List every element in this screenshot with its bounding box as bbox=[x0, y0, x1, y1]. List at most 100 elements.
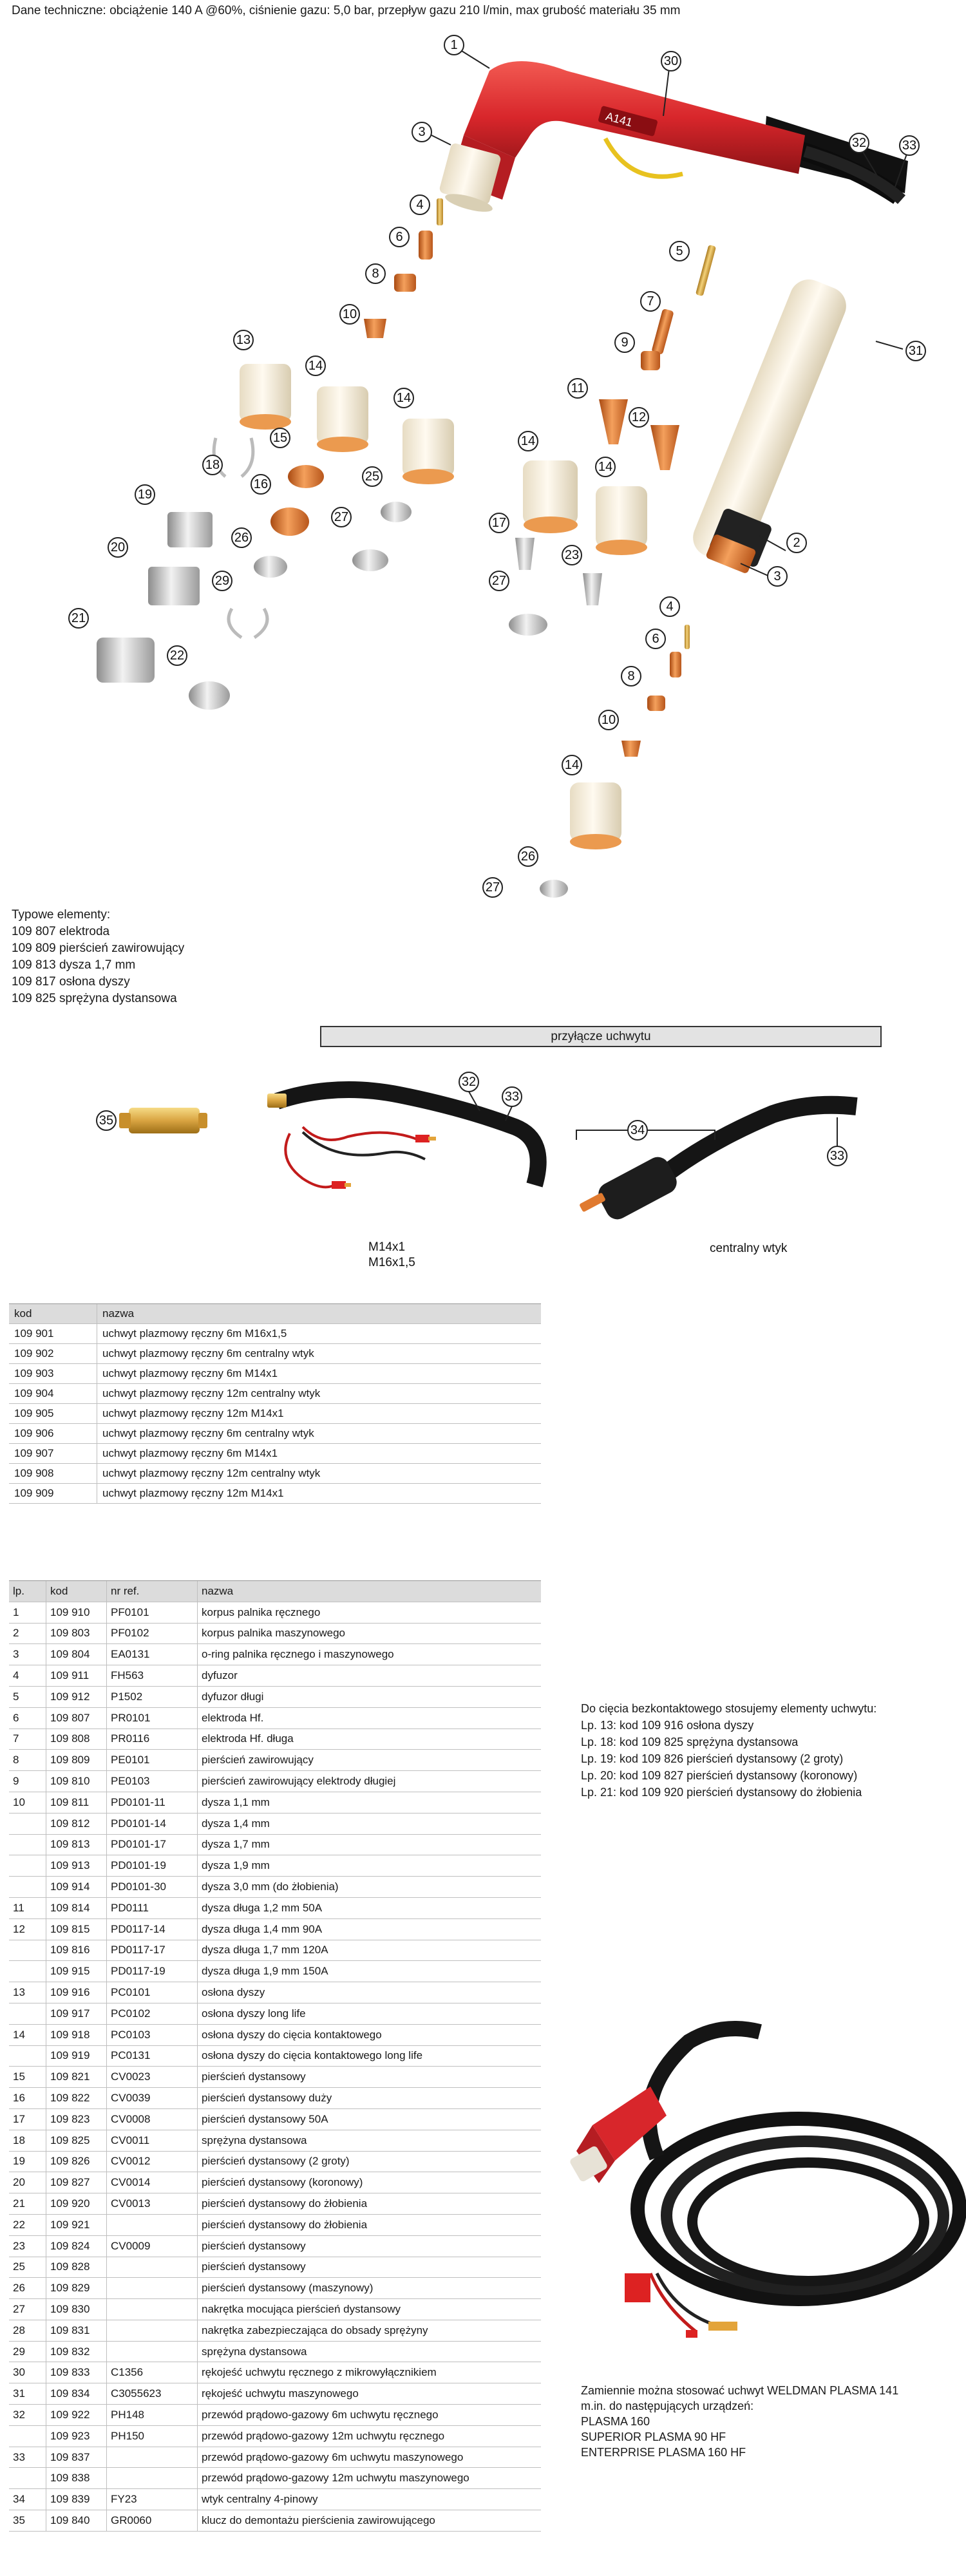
table-cell: C3055623 bbox=[106, 2383, 198, 2405]
table-cell: pierścień dystansowy bbox=[197, 2066, 541, 2088]
table-cell: 15 bbox=[9, 2066, 46, 2088]
table-cell: 109 918 bbox=[46, 2024, 107, 2046]
table-cell: 6 bbox=[9, 1707, 46, 1729]
callout-12: 12 bbox=[629, 407, 649, 428]
svg-text:4: 4 bbox=[416, 198, 423, 212]
table-cell: dysza długa 1,7 mm 120A bbox=[197, 1940, 541, 1962]
svg-text:31: 31 bbox=[909, 344, 923, 358]
table-cell: CV0014 bbox=[106, 2172, 198, 2194]
table-cell: PF0102 bbox=[106, 1623, 198, 1645]
table-cell: 29 bbox=[9, 2341, 46, 2363]
table-cell: uchwyt plazmowy ręczny 12m centralny wty… bbox=[97, 1463, 541, 1484]
machine-torch bbox=[693, 279, 846, 573]
table-cell: EA0131 bbox=[106, 1643, 198, 1666]
table-cell: uchwyt plazmowy ręczny 6m centralny wtyk bbox=[97, 1343, 541, 1364]
callout-35: 35 bbox=[96, 1110, 117, 1131]
table-cell: wtyk centralny 4-pinowy bbox=[197, 2488, 541, 2511]
callout-26: 26 bbox=[518, 846, 538, 867]
table-cell: PE0103 bbox=[106, 1770, 198, 1792]
table-cell: uchwyt plazmowy ręczny 6m M14x1 bbox=[97, 1443, 541, 1464]
table-cell: 109 911 bbox=[46, 1665, 107, 1687]
callout-13: 13 bbox=[233, 330, 254, 350]
callout-14: 14 bbox=[595, 457, 616, 477]
svg-text:33: 33 bbox=[902, 138, 916, 153]
table-cell: PC0131 bbox=[106, 2045, 198, 2067]
svg-text:14: 14 bbox=[308, 359, 323, 373]
table-cell: PD0117-17 bbox=[106, 1940, 198, 1962]
callout-11: 11 bbox=[567, 378, 588, 399]
table-cell: 109 923 bbox=[46, 2425, 107, 2447]
table-cell: PD0117-19 bbox=[106, 1960, 198, 1983]
typical-element: 109 813 dysza 1,7 mm bbox=[12, 958, 136, 972]
table-cell bbox=[9, 1813, 46, 1835]
callout-16: 16 bbox=[251, 474, 271, 495]
table-cell: przewód prądowo-gazowy 12m uchwytu maszy… bbox=[197, 2467, 541, 2490]
table-cell bbox=[9, 1960, 46, 1983]
table-cell bbox=[9, 1855, 46, 1877]
table-cell: 109 830 bbox=[46, 2298, 107, 2320]
svg-text:35: 35 bbox=[99, 1113, 113, 1128]
table-cell: PC0103 bbox=[106, 2024, 198, 2046]
callout-8: 8 bbox=[365, 263, 386, 284]
callout-32: 32 bbox=[459, 1072, 479, 1092]
table-cell: dysza 1,1 mm bbox=[197, 1792, 541, 1814]
table-cell: 18 bbox=[9, 2130, 46, 2152]
table-cell: PD0101-17 bbox=[106, 1834, 198, 1856]
callout-10: 10 bbox=[339, 304, 360, 325]
parts-center-small bbox=[364, 198, 716, 898]
table-cell: FH563 bbox=[106, 1665, 198, 1687]
callout-33: 33 bbox=[899, 135, 920, 156]
table-cell: 109 905 bbox=[9, 1403, 97, 1424]
table-cell: CV0039 bbox=[106, 2087, 198, 2109]
table-cell: osłona dyszy bbox=[197, 1982, 541, 2003]
table-cell: uchwyt plazmowy ręczny 12m M14x1 bbox=[97, 1483, 541, 1504]
svg-text:30: 30 bbox=[664, 54, 678, 68]
table-cell: pierścień dystansowy do żłobienia bbox=[197, 2193, 541, 2215]
callout-2: 2 bbox=[786, 533, 807, 553]
table-cell: dysza długa 1,9 mm 150A bbox=[197, 1960, 541, 1983]
table-cell: 31 bbox=[9, 2383, 46, 2405]
table-cell: 109 907 bbox=[9, 1443, 97, 1464]
callout-29: 29 bbox=[212, 571, 232, 591]
table-cell: 22 bbox=[9, 2214, 46, 2236]
svg-text:18: 18 bbox=[205, 458, 220, 472]
callout-8: 8 bbox=[621, 666, 641, 687]
note-line: m.in. do następujących urządzeń: bbox=[581, 2400, 754, 2412]
table-cell: 109 822 bbox=[46, 2087, 107, 2109]
svg-text:9: 9 bbox=[621, 336, 628, 350]
callout-33: 33 bbox=[502, 1086, 522, 1107]
table-cell: 19 bbox=[9, 2151, 46, 2173]
parts-left-group bbox=[97, 364, 454, 710]
table-cell: 109 922 bbox=[46, 2404, 107, 2426]
table-cell: 25 bbox=[9, 2257, 46, 2278]
svg-text:32: 32 bbox=[462, 1075, 476, 1089]
table-cell: PF0101 bbox=[106, 1602, 198, 1624]
svg-text:3: 3 bbox=[773, 569, 781, 583]
svg-text:8: 8 bbox=[627, 669, 634, 683]
callout-4: 4 bbox=[410, 194, 430, 215]
table-cell: 109 902 bbox=[9, 1343, 97, 1364]
table-cell: 9 bbox=[9, 1770, 46, 1792]
callout-32: 32 bbox=[849, 133, 869, 153]
svg-text:16: 16 bbox=[254, 477, 268, 491]
svg-text:14: 14 bbox=[598, 460, 612, 474]
callout-9: 9 bbox=[614, 332, 635, 353]
table-cell: uchwyt plazmowy ręczny 6m centralny wtyk bbox=[97, 1423, 541, 1444]
hand-torch: A141 bbox=[439, 61, 908, 212]
table-cell: 11 bbox=[9, 1897, 46, 1919]
